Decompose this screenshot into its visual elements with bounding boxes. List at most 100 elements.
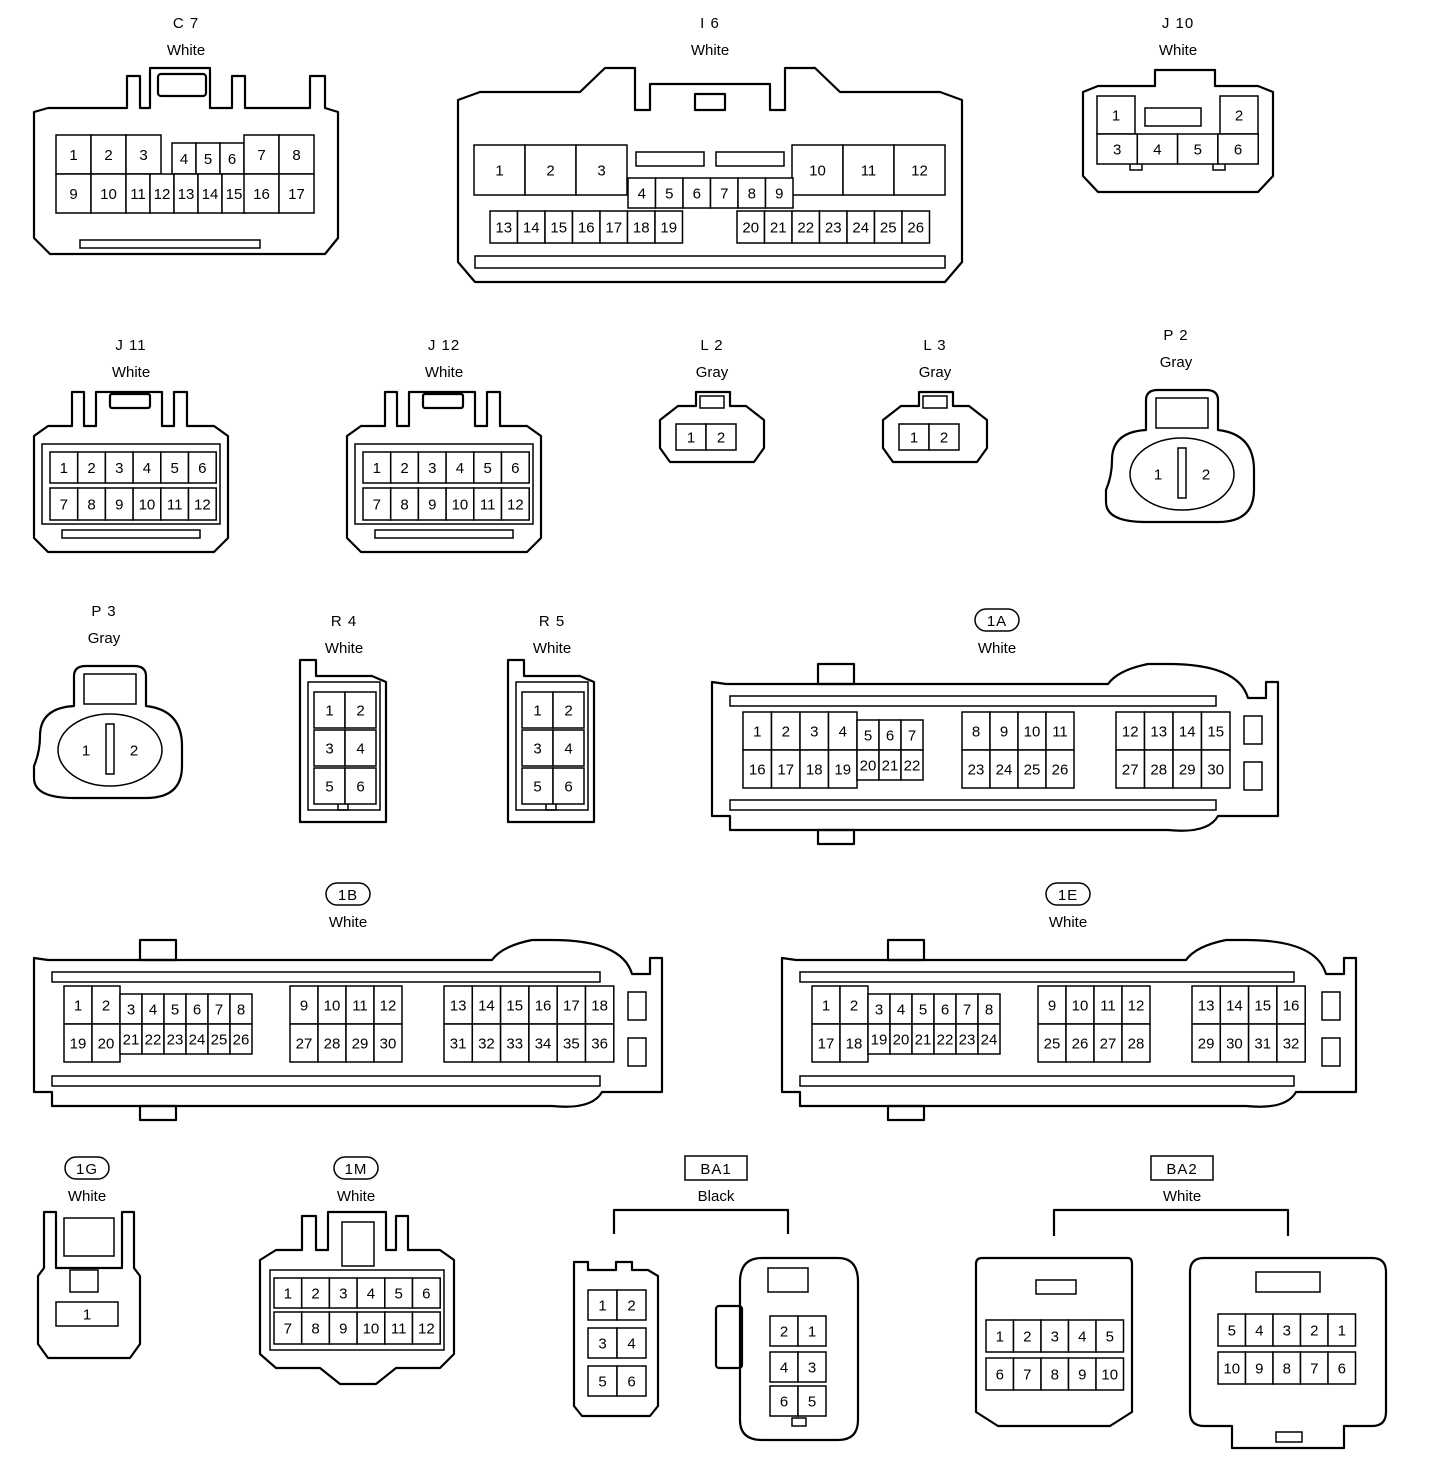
j10-lock (1144, 107, 1202, 127)
pin-number: 1 (996, 1329, 1004, 1346)
pin-cavity (373, 985, 403, 1025)
pin-number: 14 (202, 186, 219, 203)
pin-cavity (764, 177, 794, 209)
pin-number: 4 (638, 186, 646, 203)
pin-cavity (552, 767, 585, 805)
pin-number: 18 (846, 1036, 863, 1053)
pin-cavity (1136, 133, 1179, 165)
pin-cavity (797, 1385, 827, 1417)
1g-latch (69, 1269, 99, 1293)
pin-cavity (243, 173, 280, 214)
pin-cavity (682, 177, 712, 209)
connector-color: White (337, 1188, 375, 1205)
connector-id-badge (333, 1156, 379, 1180)
pin-number: 34 (535, 1036, 552, 1053)
pin-cavity (627, 177, 657, 209)
pin-cavity (1045, 711, 1075, 751)
p2-housing (1104, 388, 1256, 524)
pin-number: 6 (356, 779, 364, 796)
ba2-lock-a (1035, 1279, 1077, 1295)
pin-cavity (132, 487, 162, 521)
j11-housing (32, 390, 230, 554)
pin-cavity (91, 1023, 121, 1063)
pin-number: 4 (1078, 1329, 1086, 1346)
pin-cavity (1244, 1351, 1274, 1385)
connector-id: P 2 (1163, 327, 1188, 344)
pin-number: 2 (940, 430, 948, 447)
1b-housing (32, 938, 664, 1108)
pin-number: 25 (211, 1032, 228, 1049)
pin-number: 12 (418, 1321, 435, 1338)
pin-cavity (575, 144, 628, 196)
pin-cavity (584, 1023, 615, 1063)
pin-number: 6 (1234, 142, 1242, 159)
pin-number: 1 (687, 430, 695, 447)
pin-number: 3 (325, 741, 333, 758)
pin-number: 14 (523, 220, 540, 237)
connector-id-box (1150, 1155, 1214, 1181)
pin-number: 2 (1202, 467, 1210, 484)
pin-number: 7 (1310, 1361, 1318, 1378)
p2-divider (1177, 447, 1187, 499)
pin-number: 29 (352, 1036, 369, 1053)
pin-number: 17 (563, 998, 580, 1015)
pin-cavity (1219, 95, 1259, 135)
pin-cavity (187, 487, 217, 521)
pin-cavity (1045, 749, 1075, 789)
pin-number: 2 (546, 163, 554, 180)
pin-number: 4 (839, 724, 847, 741)
connector-id: R 5 (539, 613, 565, 630)
connector-bodies (32, 66, 1388, 1450)
connector-id: 1E (1058, 887, 1078, 904)
pin-number: 10 (139, 497, 156, 514)
ba2-bracket (1052, 1208, 1290, 1236)
pin-cavity (839, 985, 869, 1025)
pin-cavity (300, 1277, 331, 1309)
pin-number: 4 (180, 151, 188, 168)
pin-number: 30 (1226, 1036, 1243, 1053)
pin-cavity (587, 1365, 618, 1397)
r5-housing (506, 658, 596, 824)
pin-cavity (1067, 1357, 1097, 1391)
pin-number: 10 (1072, 998, 1089, 1015)
pin-number: 3 (127, 1002, 135, 1019)
pin-number: 1 (74, 998, 82, 1015)
pin-number: 25 (1024, 762, 1041, 779)
connector-color: Black (698, 1188, 735, 1205)
pin-number: 2 (627, 1298, 635, 1315)
pin-number: 1 (82, 743, 90, 760)
i6-bottom-rib (474, 255, 946, 269)
pin-number: 8 (87, 497, 95, 514)
ba2-lock-b (1255, 1271, 1321, 1293)
pin-cavity (893, 144, 946, 196)
pin-number: 18 (591, 998, 608, 1015)
connector-id: J 10 (1162, 15, 1194, 32)
pin-number: 27 (1122, 762, 1139, 779)
pin-number: 13 (1150, 724, 1167, 741)
pin-number: 27 (296, 1036, 313, 1053)
pin-cavity (173, 173, 199, 214)
pin-cavity (900, 749, 924, 781)
pin-cavity (1217, 1313, 1247, 1347)
pin-number: 9 (1000, 724, 1008, 741)
pin-cavity (901, 210, 931, 244)
pin-number: 5 (170, 460, 178, 477)
pin-cavity (49, 451, 79, 484)
ba2-latch-b (1275, 1431, 1303, 1443)
pin-number: 30 (1207, 762, 1224, 779)
pin-number: 9 (339, 1321, 347, 1338)
pin-number: 17 (605, 220, 622, 237)
pin-number: 24 (996, 762, 1013, 779)
pin-number: 2 (564, 703, 572, 720)
pin-number: 2 (1023, 1329, 1031, 1346)
connector-id: J 12 (428, 337, 460, 354)
pin-cavity (524, 144, 577, 196)
connector-id: L 3 (923, 337, 946, 354)
